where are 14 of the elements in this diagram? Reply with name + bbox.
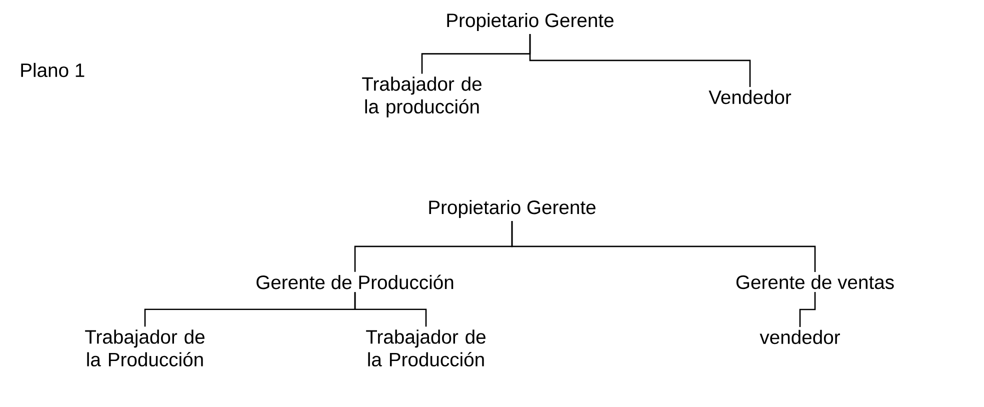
org-text: Vendedor bbox=[708, 90, 792, 104]
connector-line bbox=[354, 292, 427, 327]
org-text: Trabajador de la Producción bbox=[85, 330, 204, 366]
org-text: vendedor bbox=[760, 330, 840, 344]
org-text: Trabajador de la producción bbox=[362, 76, 482, 118]
org-text: Gerente de ventas bbox=[736, 274, 894, 290]
connector-line bbox=[511, 220, 816, 272]
org-text: Propietario Gerente bbox=[447, 13, 614, 32]
connector-line bbox=[529, 34, 751, 87]
connector-line bbox=[799, 292, 816, 327]
org-text: Gerente de Producción bbox=[256, 274, 454, 290]
org-text: Propietario Gerente bbox=[429, 200, 596, 218]
plan-label: Plano 1 bbox=[21, 62, 84, 78]
org-text: Trabajador de la Producción bbox=[366, 330, 486, 366]
